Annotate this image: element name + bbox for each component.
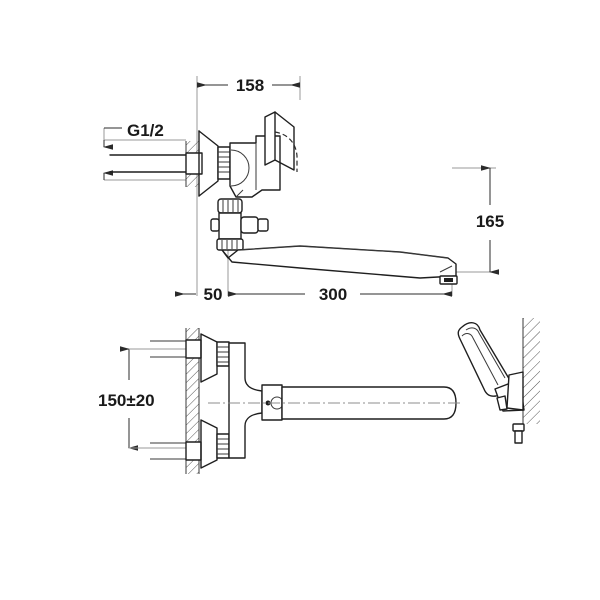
callout-g12: G1/2 [103,121,164,180]
dimension-158-label: 158 [236,76,264,95]
lever-handle-side-view [264,111,298,172]
dimension-150: 150±20 [98,346,196,451]
inlet-collar-side-view [217,146,231,180]
dimension-300: 300 [248,285,452,304]
lower-inlet-front-view [150,419,230,469]
wall-section-shower [522,318,540,424]
upper-inlet-front-view [150,333,230,383]
diverter-side-view [210,198,269,251]
spout-side-view [221,245,457,279]
hand-shower-group [457,318,540,444]
dimension-165: 165 [476,165,504,275]
side-view-group: 158 G1/2 165 50 [103,76,504,304]
dimension-300-label: 300 [319,285,347,304]
callout-g12-label: G1/2 [127,121,164,140]
front-view-group: 150±20 [98,328,462,474]
dimension-50: 50 [175,285,248,304]
dimension-158: 158 [197,76,300,95]
mounting-screw [512,423,525,444]
aerator-side-view [439,275,458,285]
dimension-50-label: 50 [204,285,223,304]
shower-wall-bracket [506,371,524,411]
dimension-150-label: 150±20 [98,391,155,410]
dimension-165-label: 165 [476,212,504,231]
inlet-pipe-side-view [109,152,203,175]
